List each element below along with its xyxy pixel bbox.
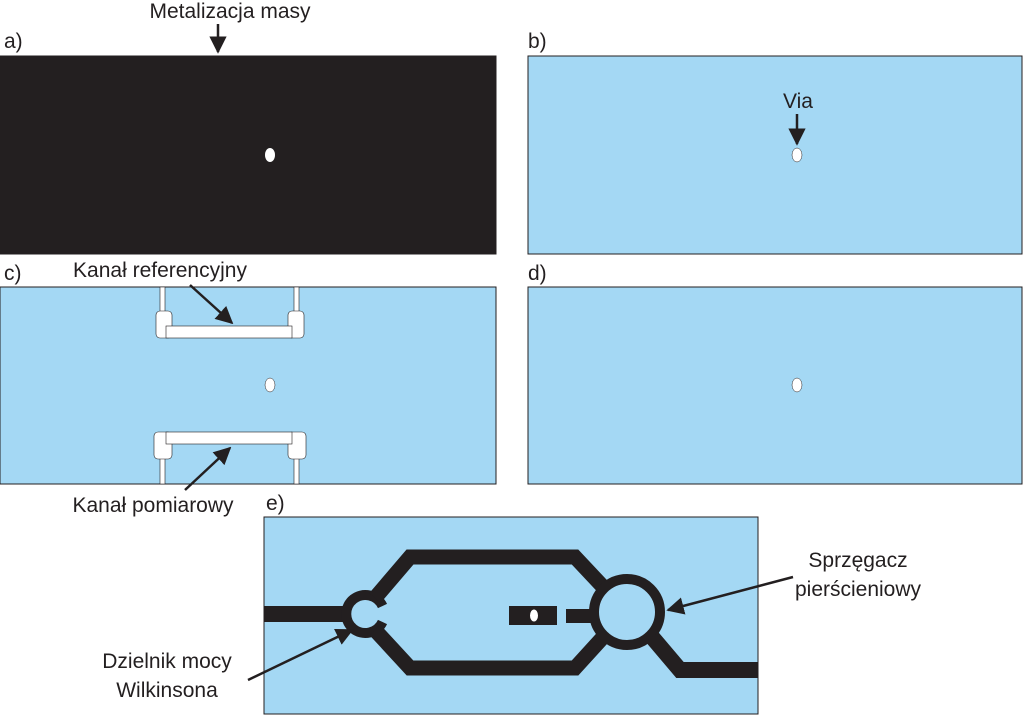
measurement-channel-arrow bbox=[184, 446, 232, 491]
ring-coupler-arrow bbox=[666, 575, 794, 615]
ground-metallization-annotation: Metalizacja masy bbox=[149, 0, 311, 23]
wilkinson-divider-ring bbox=[341, 590, 388, 638]
ring-coupler-annotation-line2: pierścieniowy bbox=[795, 578, 922, 601]
via-hole bbox=[265, 148, 275, 162]
panel-b: b) Via bbox=[527, 30, 1023, 255]
panel-d-label: d) bbox=[528, 262, 547, 285]
substrate-layer bbox=[0, 286, 497, 485]
reference-channel-annotation: Kanał referencyjny bbox=[73, 259, 247, 282]
via-hole bbox=[791, 377, 803, 393]
upper-branch-line bbox=[369, 549, 612, 603]
measurement-channel bbox=[153, 431, 307, 485]
panel-c-label: c) bbox=[4, 262, 22, 285]
panel-a: a) Metalizacja masy bbox=[0, 0, 497, 255]
wilkinson-annotation-line2: Wilkinsona bbox=[116, 679, 218, 702]
via-hole bbox=[264, 377, 276, 393]
panel-c: c) Kanał referencyjny Kanał pomiarowy bbox=[0, 259, 497, 517]
substrate-layer bbox=[527, 55, 1023, 255]
via-hole bbox=[791, 147, 803, 163]
ground-metallization-layer bbox=[0, 55, 497, 255]
via-hole bbox=[530, 609, 538, 622]
panel-a-label: a) bbox=[4, 30, 23, 53]
panel-e-label: e) bbox=[266, 492, 285, 515]
panel-e: e) Dzielnik mocy Wilkinsona Sprzęgacz pi… bbox=[102, 492, 922, 715]
panel-b-label: b) bbox=[528, 30, 547, 53]
lower-branch-line bbox=[369, 624, 612, 676]
wilkinson-arrow bbox=[247, 628, 354, 682]
reference-channel bbox=[155, 286, 305, 339]
ring-coupler-annotation-line1: Sprzęgacz bbox=[808, 549, 907, 572]
panel-d: d) bbox=[527, 262, 1023, 485]
ring-coupler bbox=[589, 574, 665, 650]
substrate-layer bbox=[527, 286, 1023, 485]
measurement-channel-annotation: Kanał pomiarowy bbox=[72, 494, 234, 517]
via-annotation: Via bbox=[783, 90, 813, 113]
microstrip-circuit bbox=[264, 549, 758, 678]
output-line bbox=[645, 631, 758, 678]
reference-channel-arrow bbox=[189, 284, 234, 325]
wilkinson-annotation-line1: Dzielnik mocy bbox=[102, 650, 232, 673]
